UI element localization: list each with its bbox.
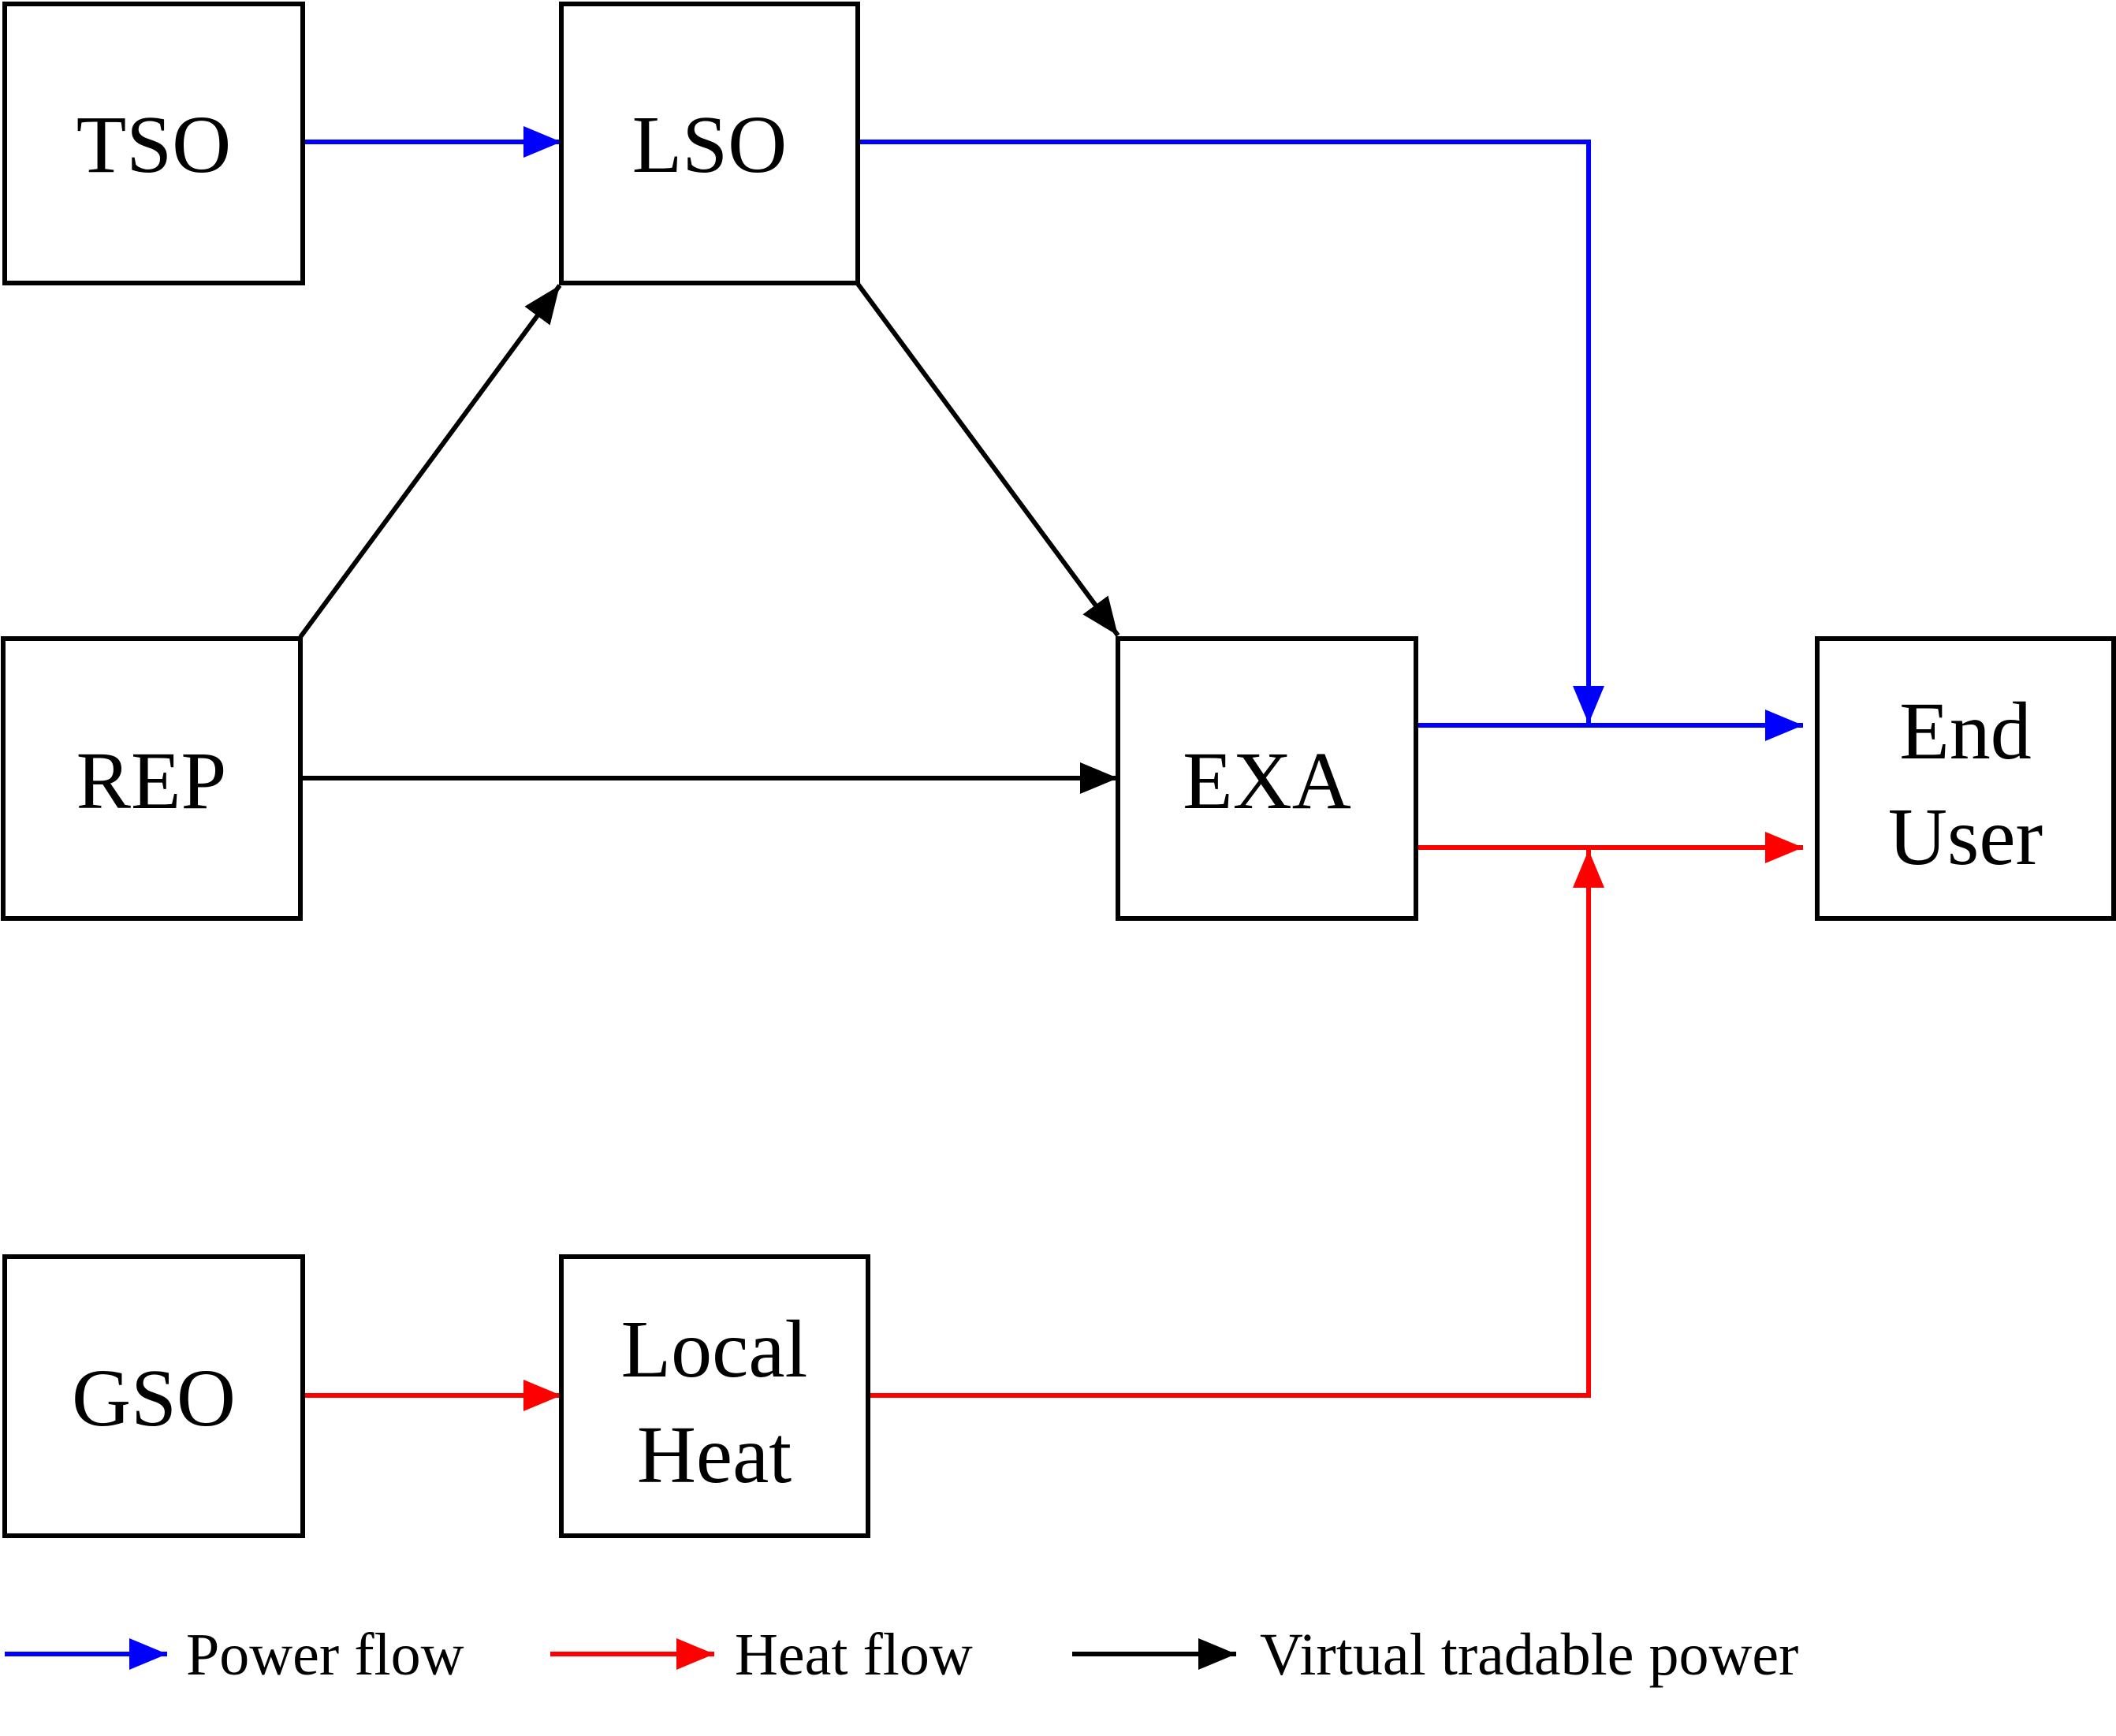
node-tso-label: TSO — [76, 99, 231, 190]
node-end-user: End User — [1815, 636, 2116, 921]
node-local-heat-label-line2: Heat — [637, 1410, 792, 1500]
node-exa-label: EXA — [1183, 736, 1351, 826]
node-local-heat-label-line1: Local — [621, 1304, 808, 1395]
node-rep-label: REP — [76, 736, 227, 826]
arrow-lso-to-exa — [855, 282, 1120, 637]
legend-item-heat: Heat flow — [550, 1622, 973, 1688]
legend-power-label: Power flow — [186, 1622, 464, 1688]
legend-item-power: Power flow — [5, 1622, 464, 1688]
node-lso: LSO — [559, 2, 860, 285]
legend-item-virtual: Virtual tradable power — [1072, 1622, 1798, 1688]
node-lso-label: LSO — [632, 99, 787, 190]
arrow-local-heat-to-junction — [868, 850, 1604, 1398]
node-rep: REP — [1, 636, 303, 921]
power-flow-connectors — [303, 126, 1803, 741]
node-local-heat: Local Heat — [559, 1254, 870, 1538]
virtual-power-connectors — [298, 282, 1120, 794]
arrow-rep-to-lso — [298, 284, 562, 639]
legend: Power flow Heat flow Virtual tradable po… — [5, 1622, 1798, 1688]
arrow-lso-to-junction — [859, 140, 1604, 724]
node-tso: TSO — [2, 2, 305, 285]
heat-flow-connectors — [303, 832, 1803, 1411]
node-end-user-label-line1: End — [1899, 686, 2032, 777]
node-end-user-label-line2: User — [1888, 792, 2043, 882]
legend-heat-label: Heat flow — [735, 1622, 973, 1688]
node-gso-label: GSO — [72, 1353, 236, 1444]
node-exa: EXA — [1116, 636, 1418, 921]
node-gso: GSO — [2, 1254, 305, 1538]
legend-virtual-label: Virtual tradable power — [1260, 1622, 1798, 1688]
